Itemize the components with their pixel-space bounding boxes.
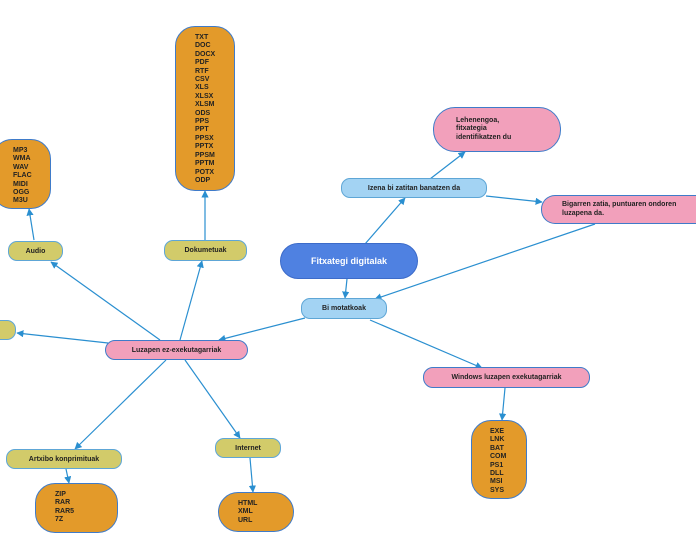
ext-item: MSI (490, 478, 503, 486)
node-luzapen[interactable]: Luzapen ez-exekutagarriak (105, 340, 248, 360)
bigarren-line-2: luzapena da. (562, 209, 605, 217)
list-compressed[interactable]: ZIP RAR RAR5 7Z (35, 483, 118, 533)
link-bi-windows (369, 319, 483, 369)
ext-item: DOC (195, 42, 211, 50)
ext-item: PPS (195, 118, 210, 126)
ext-item: PS1 (490, 461, 504, 469)
ext-item: M3U (13, 197, 28, 205)
ext-item: COM (490, 453, 507, 461)
ext-item: XML (238, 508, 253, 516)
ext-item: MIDI (13, 180, 28, 188)
ext-item: OGG (13, 189, 30, 197)
ext-item: XLSX (195, 92, 214, 100)
node-left-partial[interactable] (0, 320, 16, 340)
node-bigarren[interactable]: Bigarren zatia, puntuaren ondoren luzape… (541, 195, 696, 224)
ext-item: ODS (195, 109, 211, 117)
ext-item: PPT (195, 126, 209, 134)
lehenengoa-line-1: Lehenengoa, (456, 116, 500, 124)
ext-item: FLAC (13, 172, 32, 180)
ext-item: WMA (13, 155, 31, 163)
ext-item: XLS (195, 84, 209, 92)
link-audio-list (26, 208, 35, 241)
ext-item: URL (238, 516, 253, 524)
node-audio[interactable]: Audio (8, 241, 63, 261)
node-bi-motatkoak[interactable]: Bi motatkoak (301, 298, 387, 319)
lehenengoa-line-2: fitxategia (456, 125, 487, 133)
ext-item: 7Z (55, 516, 64, 524)
ext-item: PPTX (195, 143, 214, 151)
connector-lines (16, 151, 596, 493)
ext-item: XLSM (195, 101, 215, 109)
node-lehenengoa[interactable]: Lehenengoa, fitxategia identifikatzen du (433, 107, 561, 152)
bigarren-text: Bigarren zatia, puntuaren ondoren luzape… (562, 201, 676, 218)
bigarren-line-1: Bigarren zatia, puntuaren ondoren (562, 200, 677, 208)
root-node[interactable]: Fitxategi digitalak (280, 243, 418, 279)
list-documents[interactable]: TXT DOC DOCX PDF RTF CSV XLS XLSX XLSM O… (175, 26, 235, 191)
link-luzapen-left (16, 330, 109, 344)
link-root-bi (342, 278, 350, 299)
link-luzapen-artxibo (74, 359, 167, 450)
link-izena-lehenengoa (429, 151, 466, 180)
link-bi-luzapen (218, 317, 306, 342)
link-luzapen-internet (184, 359, 241, 439)
ext-item: PPSX (195, 134, 214, 142)
ext-item: SYS (490, 486, 505, 494)
link-izena-bigarren (485, 195, 543, 205)
ext-item: WAV (13, 163, 29, 171)
ext-item: ODP (195, 176, 211, 184)
node-dokumentuak[interactable]: Dokumetuak (164, 240, 247, 261)
ext-item: LNK (490, 436, 505, 444)
link-luzapen-audio (50, 261, 161, 341)
ext-item: RTF (195, 67, 209, 75)
node-windows[interactable]: Windows luzapen exekutagarriak (423, 367, 590, 388)
ext-item: DLL (490, 470, 504, 478)
list-executables[interactable]: EXE LNK BAT COM PS1 DLL MSI SYS (471, 420, 527, 499)
ext-item: BAT (490, 444, 504, 452)
link-windows-exe (499, 387, 507, 421)
ext-item: RAR (55, 499, 71, 507)
node-artxibo[interactable]: Artxibo konprimituak (6, 449, 122, 469)
link-internet-list (248, 457, 257, 493)
list-web[interactable]: HTML XML URL (218, 492, 294, 532)
ext-item: HTML (238, 500, 258, 507)
ext-item: RAR5 (55, 507, 75, 515)
node-internet[interactable]: Internet (215, 438, 281, 458)
ext-item: EXE (490, 428, 505, 435)
list-audio[interactable]: MP3 WMA WAV FLAC MIDI OGG M3U (0, 139, 51, 209)
link-bigarren-bi (374, 223, 596, 301)
ext-item: PDF (195, 59, 209, 67)
ext-item: PPTM (195, 160, 215, 168)
link-artxibo-list (64, 468, 72, 484)
link-root-izena (364, 197, 406, 245)
lehenengoa-line-3: identifikatzen du (456, 133, 512, 141)
lehenengoa-text: Lehenengoa, fitxategia identifikatzen du (456, 117, 511, 143)
node-izena[interactable]: Izena bi zatitan banatzen da (341, 178, 487, 198)
ext-item: TXT (195, 34, 209, 41)
ext-item: CSV (195, 76, 210, 84)
link-luzapen-doc (179, 260, 204, 341)
ext-item: DOCX (195, 50, 216, 58)
ext-item: MP3 (13, 147, 28, 154)
ext-item: POTX (195, 168, 215, 176)
ext-item: ZIP (55, 491, 66, 498)
ext-item: PPSM (195, 151, 215, 159)
